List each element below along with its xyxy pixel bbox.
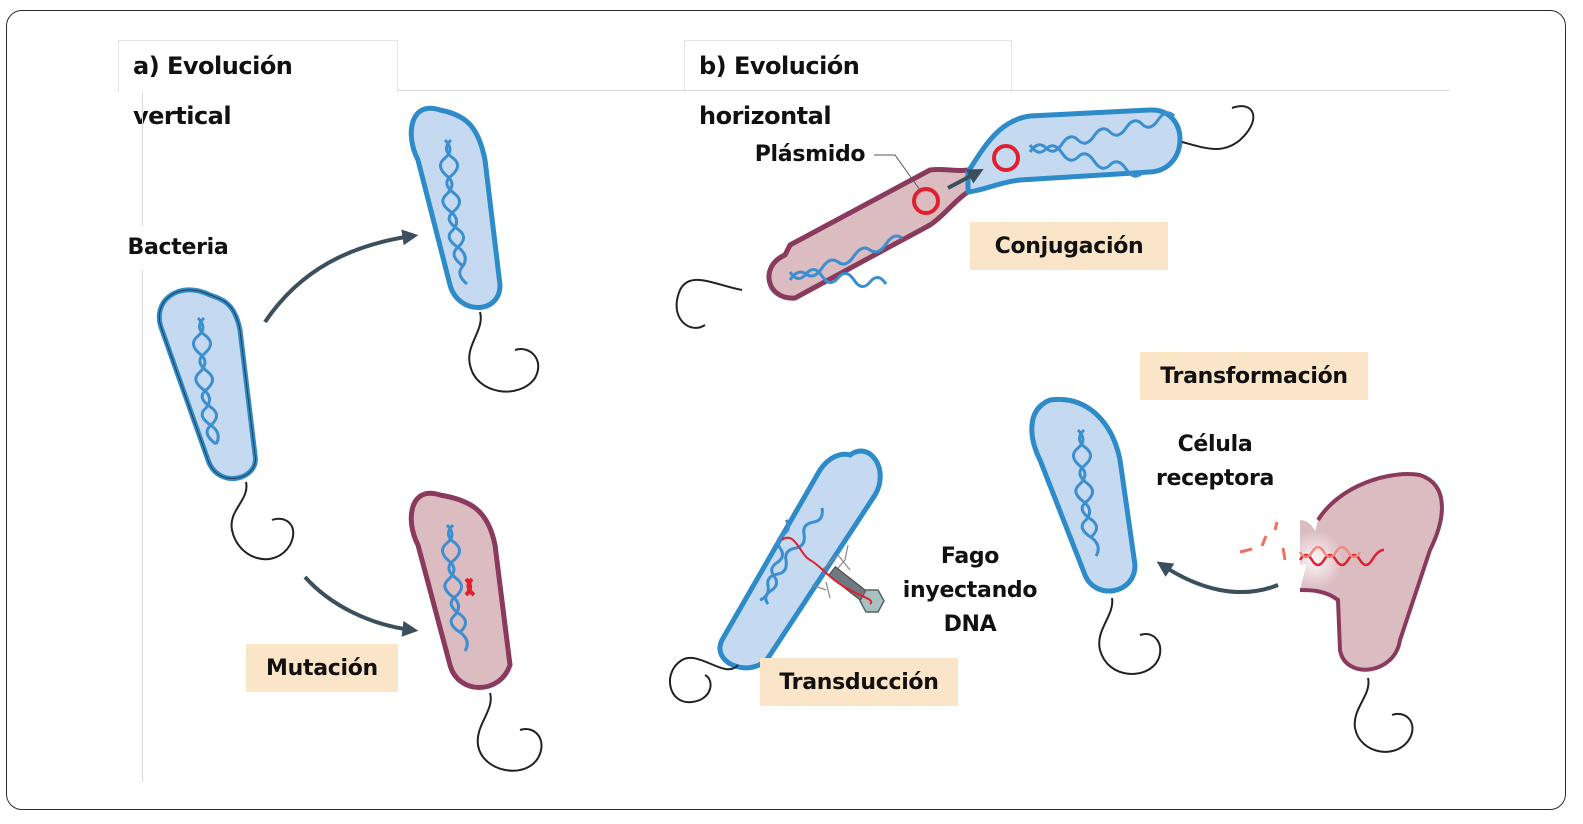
panel-a-title: a) Evolución vertical <box>118 40 398 130</box>
label-recipient-cell-line2: receptora <box>1155 466 1275 491</box>
bacterium-original <box>156 287 295 561</box>
label-phage-line2: inyectando <box>902 578 1038 603</box>
label-phage-injecting-dna: Fago inyectando DNA <box>895 540 1045 642</box>
label-bacteria: Bacteria <box>118 226 238 270</box>
panel-a-left-divider <box>142 92 143 782</box>
arrow-to-daughter-icon <box>263 229 419 324</box>
plasmid-donor-icon <box>912 187 940 215</box>
plasmid-transferred-icon <box>992 144 1020 172</box>
conjugation-donor-cell <box>675 166 971 329</box>
label-transduction: Transducción <box>760 658 958 706</box>
bacterium-daughter <box>408 105 540 393</box>
transformation-recipient-cell <box>1029 396 1162 675</box>
arrow-to-mutant-icon <box>303 575 419 637</box>
dna-uptake-arrow-icon <box>1156 561 1279 595</box>
mutation-marker-icon <box>464 577 476 597</box>
panel-header-divider <box>398 90 1450 91</box>
label-phage-line1: Fago <box>940 544 1000 569</box>
free-dna-fragments-icon <box>1298 548 1385 567</box>
label-transformation: Transformación <box>1140 352 1368 400</box>
label-plasmid: Plásmido <box>754 142 866 167</box>
transformation-donor-cell-lysed <box>1239 472 1444 753</box>
label-conjugation: Conjugación <box>970 222 1168 270</box>
label-phage-line3: DNA <box>943 612 997 637</box>
flagellum-icon <box>230 481 295 561</box>
conjugation-recipient-cell <box>965 105 1255 195</box>
panel-b-title: b) Evolución horizontal <box>684 40 1012 130</box>
bacteriophage-icon <box>781 536 885 613</box>
plasmid-pointer-line <box>874 154 921 191</box>
transduction-cell <box>668 448 883 704</box>
label-recipient-cell: Célula receptora <box>1150 428 1280 496</box>
dna-icon <box>192 316 220 445</box>
label-recipient-cell-line1: Célula <box>1177 432 1253 457</box>
plasmid-transfer-arrow-icon <box>947 168 984 190</box>
bacterium-mutant <box>408 490 543 772</box>
label-mutation: Mutación <box>246 644 398 692</box>
